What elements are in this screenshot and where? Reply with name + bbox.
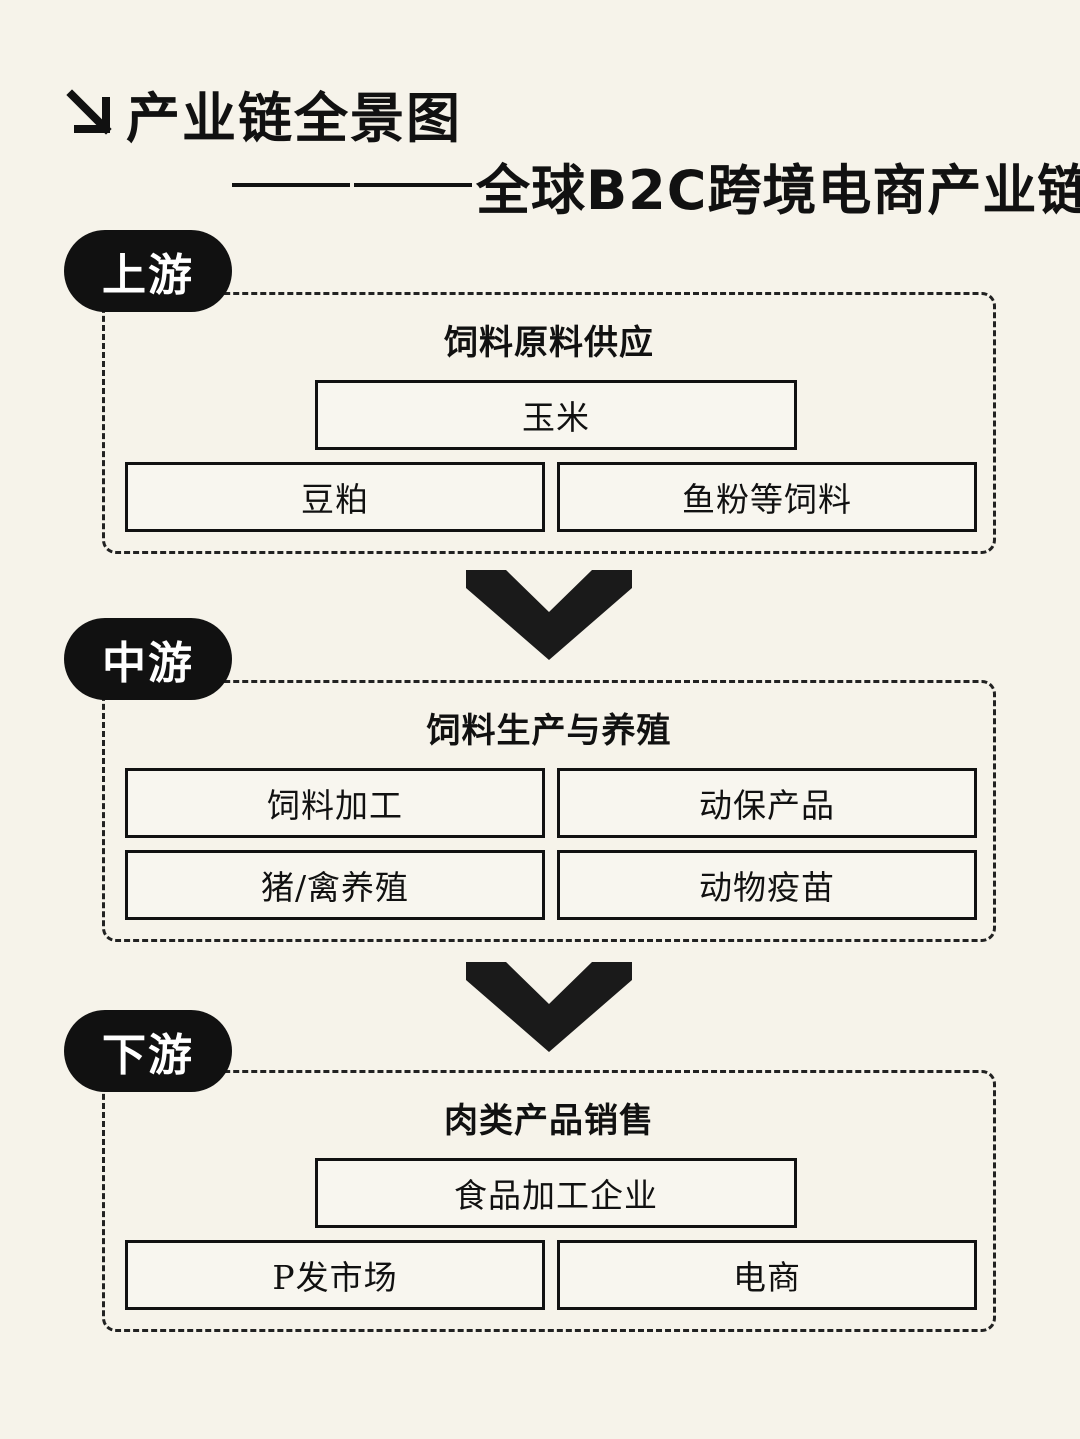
page-title: 产业链全景图 [62,78,462,150]
midstream-item-vaccine: 动物疫苗 [557,850,977,920]
midstream-title: 饲料生产与养殖 [426,711,672,751]
midstream-section: 饲料生产与养殖 饲料加工 动保产品 猪/禽养殖 动物疫苗 [102,680,996,942]
em-dash [354,183,472,187]
midstream-item-breeding: 猪/禽养殖 [125,850,545,920]
page-subtitle: 全球B2C跨境电商产业链 [232,150,1080,222]
midstream-label: 中游 [64,618,232,700]
title-line-1: 产业链全景图 [126,86,462,150]
downstream-label: 下游 [64,1010,232,1092]
title-line-2: 全球B2C跨境电商产业链 [476,158,1080,222]
downstream-item-food-processing: 食品加工企业 [315,1158,797,1228]
downstream-item-ecommerce: 电商 [557,1240,977,1310]
upstream-item-corn: 玉米 [315,380,797,450]
midstream-item-feed-processing: 饲料加工 [125,768,545,838]
upstream-label: 上游 [64,230,232,312]
downstream-item-wholesale: P发市场 [125,1240,545,1310]
upstream-item-fishmeal: 鱼粉等饲料 [557,462,977,532]
downstream-section: 肉类产品销售 食品加工企业 P发市场 电商 [102,1070,996,1332]
upstream-title: 饲料原料供应 [444,323,654,363]
midstream-item-animal-health: 动保产品 [557,768,977,838]
chevron-down-icon [466,962,632,1052]
arrow-down-right-icon [66,89,112,135]
chevron-down-icon [466,570,632,660]
upstream-item-soymeal: 豆粕 [125,462,545,532]
downstream-title: 肉类产品销售 [444,1101,654,1141]
em-dash [232,183,350,187]
upstream-section: 饲料原料供应 玉米 豆粕 鱼粉等饲料 [102,292,996,554]
